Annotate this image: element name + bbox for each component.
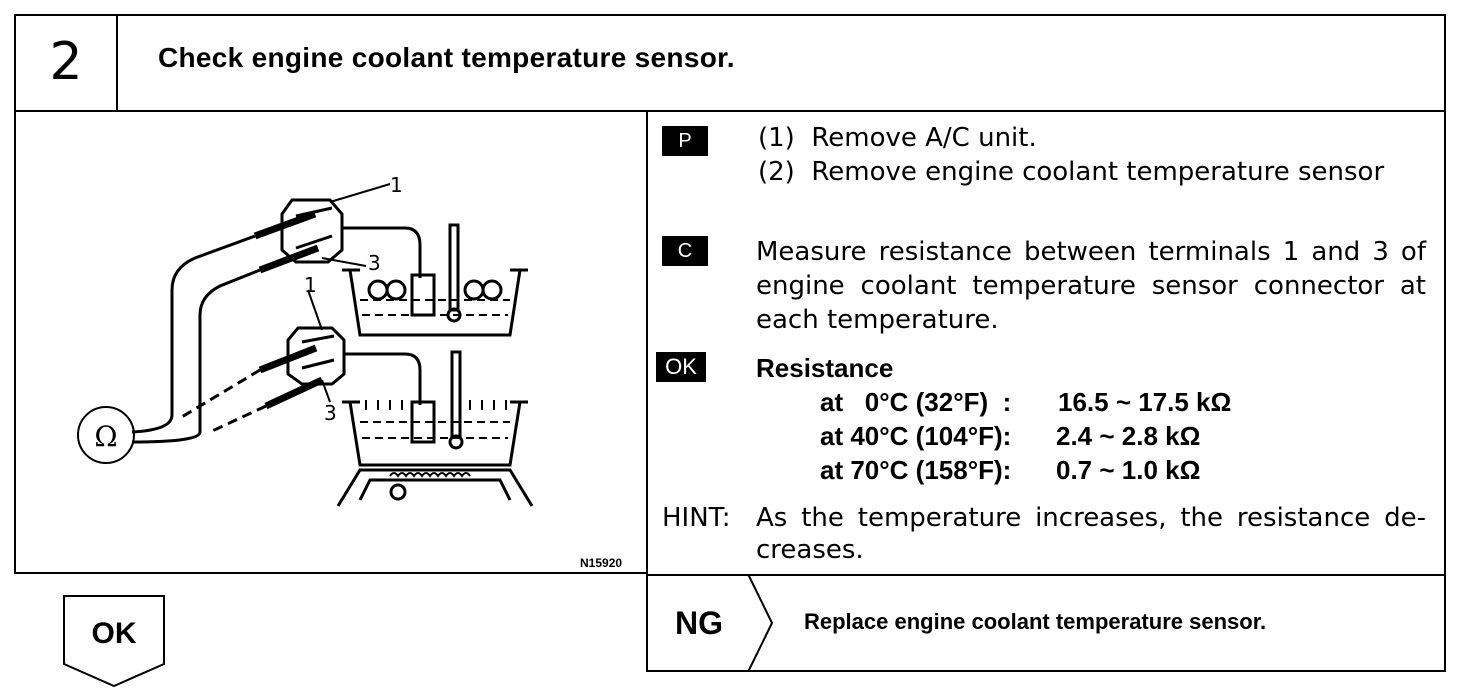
figure-bottom	[14, 572, 648, 574]
header-divider	[14, 110, 1446, 112]
step-number: 2	[49, 32, 83, 92]
frame-top	[14, 14, 1446, 16]
resistance-heading: Resistance	[756, 353, 894, 383]
sensor-test-illustration: Ω 1 3 1 3	[77, 173, 534, 507]
terminal-label-1-upper: 1	[390, 173, 403, 197]
check-tag: C	[662, 236, 708, 266]
ng-top	[646, 574, 1446, 576]
spec-value-70c: 0.7 ~ 1.0 kΩ	[1056, 455, 1201, 485]
column-divider	[646, 110, 648, 672]
step-title: Check engine coolant temperature sensor.	[158, 42, 735, 73]
frame-left	[14, 14, 16, 574]
ohmmeter	[77, 406, 135, 464]
ng-divider-chevron	[747, 574, 774, 672]
terminal-label-3-upper: 3	[368, 251, 381, 275]
terminal-label-3-lower: 3	[324, 401, 337, 425]
spec-cond-40c: at 40°C (104°F):	[820, 421, 1012, 451]
lower-connector	[286, 326, 346, 386]
hint-line-2: creases.	[756, 535, 864, 565]
check-line-1: Measure resistance between terminals 1 a…	[756, 237, 1426, 267]
prepare-item-1: (1) Remove A/C unit.	[758, 123, 1037, 153]
ohm-symbol: Ω	[94, 420, 117, 453]
spec-cond-0c: at 0°C (32°F) :	[820, 387, 1012, 417]
check-line-3: each temperature.	[756, 305, 999, 335]
hint-label: HINT:	[662, 503, 731, 533]
ng-label: NG	[675, 605, 723, 641]
hint-line-1: As the temperature increases, the resist…	[756, 503, 1426, 533]
check-line-2: engine coolant temperature sensor connec…	[756, 271, 1426, 301]
ok-tag: OK	[656, 352, 706, 382]
spec-cond-70c: at 70°C (158°F):	[820, 455, 1012, 485]
prepare-item-2: (2) Remove engine coolant temperature se…	[758, 157, 1385, 187]
prepare-tag: P	[662, 126, 708, 156]
spec-value-0c: 16.5 ~ 17.5 kΩ	[1058, 387, 1232, 417]
spec-value-40c: 2.4 ~ 2.8 kΩ	[1056, 421, 1201, 451]
ok-result-label: OK	[91, 617, 137, 650]
ng-action: Replace engine coolant temperature senso…	[804, 609, 1267, 634]
frame-right	[1444, 14, 1446, 672]
step-number-divider	[116, 14, 118, 111]
ok-result-shape	[63, 595, 165, 688]
terminal-label-1-lower: 1	[304, 273, 317, 297]
figure-code: N15920	[580, 556, 623, 570]
ng-bottom	[646, 670, 1446, 672]
